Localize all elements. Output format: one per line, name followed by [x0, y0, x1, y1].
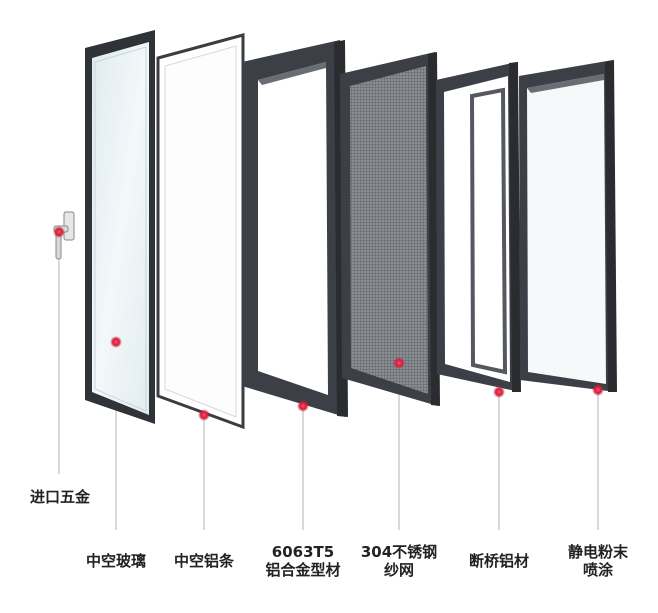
label-mesh: 304不锈钢 纱网 — [349, 543, 449, 579]
label-glass-text: 中空玻璃 — [85, 552, 146, 570]
marker-coating — [592, 384, 604, 396]
label-mesh-line1: 304不锈钢 — [360, 543, 438, 561]
aluminum-spacer-panel — [156, 33, 245, 430]
marker-mesh — [393, 357, 405, 369]
label-coating-line1: 静电粉末 — [567, 543, 628, 561]
label-hardware-text: 进口五金 — [29, 488, 90, 506]
thermal-break-panel — [436, 62, 521, 392]
label-profile-line1: 6063T5 — [271, 543, 335, 561]
label-profile-line2: 铝合金型材 — [265, 561, 341, 579]
aluminum-profile-panel — [242, 40, 348, 417]
marker-glass — [110, 336, 122, 348]
stainless-mesh-panel — [340, 52, 440, 406]
label-spacer-text: 中空铝条 — [173, 552, 234, 570]
insulated-glass-panel — [85, 30, 155, 424]
label-coating-line2: 喷涂 — [582, 561, 613, 579]
label-glass: 中空玻璃 — [76, 552, 156, 570]
label-thermal-break: 断桥铝材 — [459, 552, 539, 570]
marker-thermal-break — [493, 386, 505, 398]
label-mesh-line2: 纱网 — [383, 561, 414, 579]
label-spacer: 中空铝条 — [164, 552, 244, 570]
marker-hardware — [53, 226, 65, 238]
marker-profile — [297, 400, 309, 412]
label-thermal-break-text: 断桥铝材 — [468, 552, 529, 570]
label-profile: 6063T5 铝合金型材 — [253, 543, 353, 579]
label-hardware: 进口五金 — [22, 488, 98, 506]
marker-spacer — [198, 409, 210, 421]
markers — [53, 226, 604, 421]
label-coating: 静电粉末 喷涂 — [558, 543, 638, 579]
powder-coated-frame-panel — [519, 60, 617, 392]
